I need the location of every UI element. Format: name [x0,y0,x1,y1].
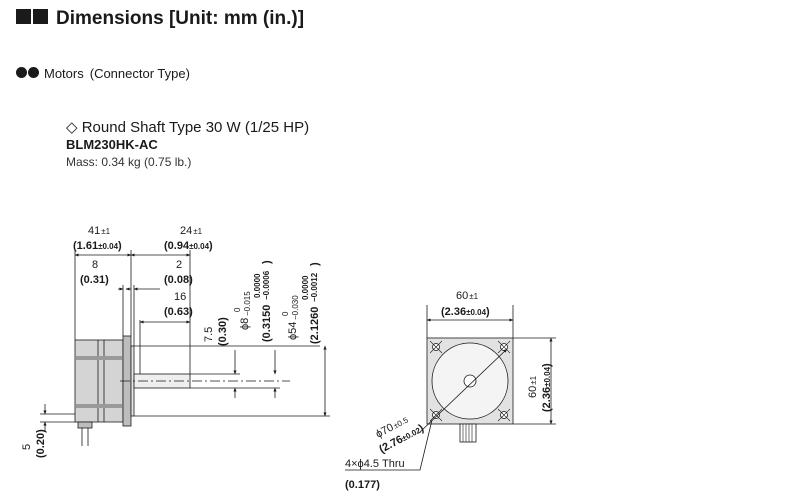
dim-phi8-tol-bot: −0.015 [243,291,252,316]
side-view-labels: 41±1 (1.61±0.04) 24±1 (0.94±0.04) 8 (0.3… [21,225,321,458]
side-view [40,250,330,446]
dim-phi54-in: (2.1260 [309,307,321,344]
front-view-labels: 60±1 (2.36±0.04) 60±1 (2.36±0.04) ϕ70±0.… [345,290,553,491]
dim-phi54: ϕ54 [287,322,299,340]
dim-24: 24±1 [180,225,203,237]
dim-5-group: 5 (0.20) [21,429,47,458]
dim-phi8-in: (0.3150 [261,305,273,342]
dim-phi8-group: ϕ8 0 −0.015 (0.3150 0.0000 −0.0006 ) [233,260,273,342]
circle-bullet-icon [16,66,40,81]
heading-title: Dimensions [Unit: mm (in.)] [56,8,305,29]
cable-leads [459,423,477,443]
diamond-icon: ◇ [66,119,78,136]
dim-5: 5 [21,444,33,450]
dim-phi8: ϕ8 [239,318,251,330]
holes-leader [345,419,433,471]
dim-60v-group: 60±1 (2.36±0.04) [527,363,553,412]
dim-phi54-tol-top: 0 [281,311,290,316]
dim-2: 2 [176,259,182,271]
dim-phi54-in-close: ) [309,262,321,266]
mounting-holes [429,340,511,422]
holes-spec: 4×ϕ4.5 Thru [345,458,405,470]
motor-body [74,339,124,423]
dim-phi54-in-tol-top: 0.0000 [301,275,310,300]
dim-5-in: (0.20) [35,429,47,458]
dim-7-5-group: 7.5 (0.30) [203,317,229,346]
dim-16-in: (0.63) [164,306,193,318]
dim-41: 41±1 [88,225,111,237]
subsection-label: Motors [44,66,84,81]
motor-body-stripe [76,404,122,408]
dim-2-in: (0.08) [164,274,193,286]
dim-phi70-group: ϕ70±0.5 (2.76±0.02) [374,415,426,456]
dim-60v: 60±1 [527,375,539,398]
dim-8-in: (0.31) [80,274,109,286]
product-title: ◇ Round Shaft Type 30 W (1/25 HP) [66,118,309,136]
dim-line-phi70 [419,348,508,433]
connector [77,421,93,429]
dim-7-5: 7.5 [203,327,215,342]
dim-60: 60±1 [456,290,479,302]
dim-phi54-tol-bot: −0.030 [291,295,300,320]
dim-60v-in: (2.36±0.04) [541,363,553,412]
dim-60-in: (2.36±0.04) [441,306,490,318]
dim-8: 8 [92,259,98,271]
dim-phi8-in-tol-bot: −0.0006 [262,270,271,300]
product-title-text: Round Shaft Type 30 W (1/25 HP) [81,119,310,136]
holes-spec-in: (0.177) [345,479,380,491]
dim-41-in: (1.61±0.04) [73,240,122,252]
dim-7-5-in: (0.30) [217,317,229,346]
front-view [345,305,556,471]
dim-phi8-in-tol-top: 0.0000 [253,273,262,298]
dim-24-in: (0.94±0.04) [164,240,213,252]
dim-16: 16 [174,291,186,303]
subsection-heading: Motors (Connector Type) [16,66,190,81]
dim-phi8-in-close: ) [261,260,273,264]
square-bullet-icon [16,8,50,30]
dim-phi54-in-tol-bot: −0.0012 [310,272,319,302]
product-model: BLM230HK-AC [66,137,158,152]
subsection-sub: (Connector Type) [89,66,190,81]
dim-phi8-tol-top: 0 [233,307,242,312]
section-heading: Dimensions [Unit: mm (in.)] [16,8,304,30]
motor-body-stripe [76,356,122,360]
shaft-end [463,374,477,388]
dim-phi54-group: ϕ54 0 −0.030 (2.1260 0.0000 −0.0012 ) [281,262,321,344]
product-mass: Mass: 0.34 kg (0.75 lb.) [66,155,192,169]
